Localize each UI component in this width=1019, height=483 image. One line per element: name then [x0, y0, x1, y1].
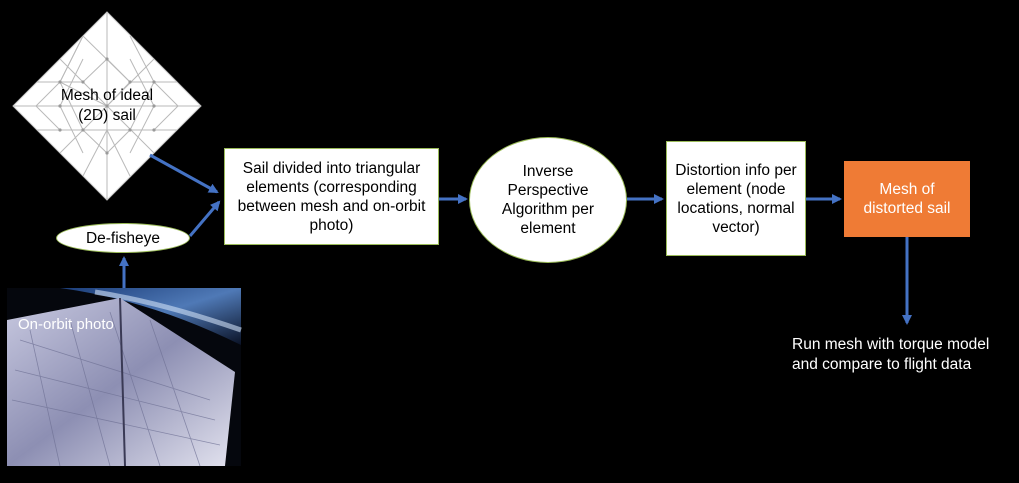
mesh-ideal-label: Mesh of ideal (2D) sail: [47, 86, 167, 126]
mesh-distorted-node: Mesh of distorted sail: [844, 161, 970, 237]
result-line2: and compare to flight data: [792, 356, 972, 373]
inverse-perspective-node: Inverse Perspective Algorithm per elemen…: [469, 137, 627, 263]
ideal-mesh-diamond: [12, 11, 202, 201]
distortion-info-node: Distortion info per element (node locati…: [666, 141, 806, 256]
defisheye-label: De-fisheye: [85, 229, 161, 247]
sail-divided-node: Sail divided into triangular elements (c…: [224, 148, 439, 245]
inverse-perspective-label: Inverse Perspective Algorithm per elemen…: [501, 163, 595, 237]
result-caption: Run mesh with torque model and compare t…: [792, 335, 1014, 375]
photo-label: On-orbit photo: [18, 316, 114, 333]
on-orbit-photo: [7, 288, 242, 467]
distortion-info-label: Distortion info per element (node locati…: [675, 161, 797, 236]
mesh-distorted-label: Mesh of distorted sail: [863, 181, 951, 217]
mesh-ideal-line2: (2D) sail: [78, 107, 136, 124]
defisheye-node: De-fisheye: [56, 223, 190, 253]
flow-arrows: [119, 153, 912, 325]
mesh-ideal-line1: Mesh of ideal: [60, 87, 154, 104]
result-line1: Run mesh with torque model: [792, 336, 990, 353]
arrow-mesh-to-sail: [149, 153, 219, 194]
sail-divided-label: Sail divided into triangular elements (c…: [237, 159, 426, 234]
arrow-defisheye-to-sail: [188, 200, 221, 237]
